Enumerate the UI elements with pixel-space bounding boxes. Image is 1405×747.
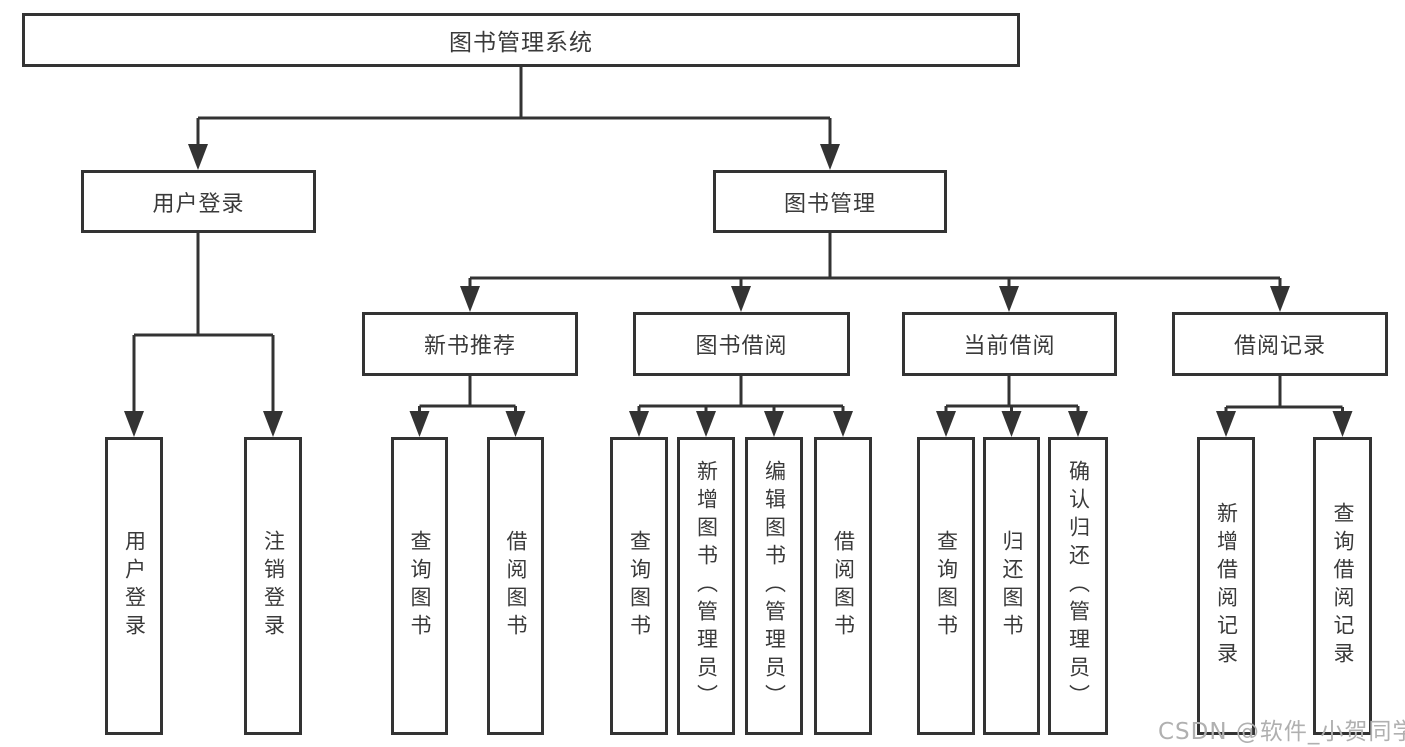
node-label: 新增借阅记录: [1214, 502, 1239, 670]
node-user-login: 用户登录: [81, 170, 316, 233]
leaf-borrow-books-recommend: 借阅图书: [487, 437, 544, 735]
node-label: 当前借阅: [963, 334, 1056, 359]
leaf-query-books-recommend: 查询图书: [391, 437, 448, 735]
node-label: 用户登录: [122, 530, 147, 642]
node-library-management-system: 图书管理系统: [22, 13, 1020, 67]
leaf-confirm-return-admin: 确认归还（管理员）: [1048, 437, 1108, 735]
leaf-edit-book-admin: 编辑图书（管理员）: [745, 437, 803, 735]
leaf-return-book: 归还图书: [983, 437, 1040, 735]
leaf-borrow-books: 借阅图书: [814, 437, 872, 735]
leaf-user-login: 用户登录: [105, 437, 163, 735]
node-label: 新增图书（管理员）: [694, 460, 719, 712]
node-label: 查询借阅记录: [1331, 502, 1355, 670]
node-label: 图书管理系统: [449, 30, 593, 56]
node-label: 借阅图书: [504, 530, 528, 642]
node-label: 查询图书: [934, 530, 959, 642]
node-label: 编辑图书（管理员）: [762, 460, 787, 712]
leaf-query-books-borrow: 查询图书: [610, 437, 668, 735]
node-label: 注销登录: [261, 530, 286, 642]
node-label: 图书管理: [783, 191, 876, 217]
node-label: 借阅图书: [831, 530, 856, 642]
node-label: 新书推荐: [423, 334, 516, 359]
node-label: 确认归还（管理员）: [1066, 460, 1091, 712]
leaf-query-borrow-record: 查询借阅记录: [1313, 437, 1372, 735]
node-label: 查询图书: [408, 530, 432, 642]
node-current-borrow: 当前借阅: [902, 312, 1117, 376]
leaf-add-book-admin: 新增图书（管理员）: [677, 437, 735, 735]
node-book-management: 图书管理: [713, 170, 947, 233]
node-label: 查询图书: [627, 530, 652, 642]
node-new-book-recommend: 新书推荐: [362, 312, 578, 376]
leaf-query-books-current: 查询图书: [917, 437, 975, 735]
node-label: 图书借阅: [695, 334, 788, 359]
node-label: 用户登录: [152, 191, 245, 217]
node-label: 借阅记录: [1233, 334, 1326, 359]
leaf-logout-login: 注销登录: [244, 437, 302, 735]
node-borrow-records: 借阅记录: [1172, 312, 1388, 376]
csdn-watermark: CSDN @软件_小贺同学: [1158, 719, 1405, 745]
leaf-add-borrow-record: 新增借阅记录: [1197, 437, 1255, 735]
node-label: 归还图书: [1000, 530, 1024, 642]
node-book-borrow: 图书借阅: [633, 312, 850, 376]
